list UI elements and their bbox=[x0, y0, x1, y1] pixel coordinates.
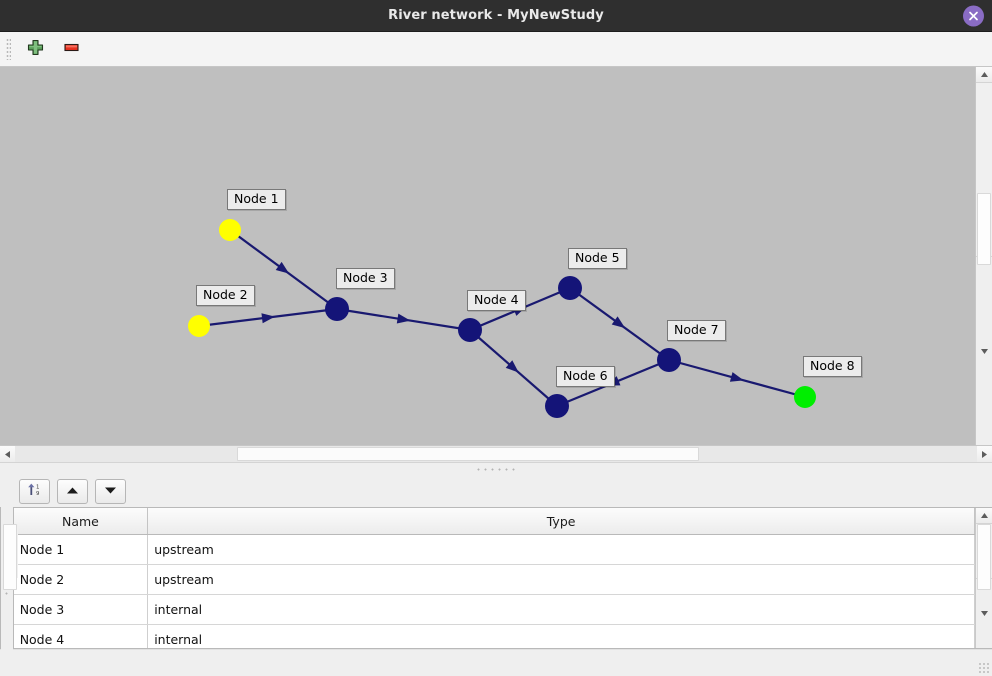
graph-node[interactable] bbox=[219, 219, 241, 241]
nodes-pane-status-strip bbox=[13, 649, 992, 676]
splitter-grip-dots bbox=[475, 468, 517, 471]
window-title: River network - MyNewStudy bbox=[388, 8, 604, 23]
graph-node-label[interactable]: Node 4 bbox=[467, 290, 526, 311]
scroll-left-button[interactable] bbox=[0, 446, 15, 462]
delete-minus-icon bbox=[63, 39, 80, 59]
graph-node[interactable] bbox=[458, 318, 482, 342]
scroll-down-button[interactable] bbox=[976, 256, 992, 445]
nodes-table-cell[interactable]: Node 1 bbox=[14, 535, 148, 565]
scroll-up-button[interactable] bbox=[976, 67, 992, 83]
reaches-vscroll-track[interactable] bbox=[2, 524, 18, 578]
nodes-table-cell[interactable]: internal bbox=[148, 595, 975, 625]
graph-node-label[interactable]: Node 6 bbox=[556, 366, 615, 387]
add-plus-icon bbox=[27, 39, 44, 59]
river-network-graph[interactable]: Node 1 Node 2 Node 3 Node 4 Node 5 Node 6 Node… bbox=[0, 67, 975, 445]
move-up-icon bbox=[66, 484, 79, 498]
graph-node[interactable] bbox=[657, 348, 681, 372]
close-window-button[interactable] bbox=[963, 5, 984, 26]
graph-node[interactable] bbox=[545, 394, 569, 418]
graph-node-label[interactable]: Node 3 bbox=[336, 268, 395, 289]
nodes-table-cell[interactable]: upstream bbox=[148, 565, 975, 595]
canvas-hscroll-track[interactable] bbox=[15, 446, 977, 462]
nodes-move-up-button[interactable] bbox=[57, 479, 88, 504]
graph-node-label[interactable]: Node 1 bbox=[227, 189, 286, 210]
graph-nodes[interactable] bbox=[188, 219, 816, 418]
graph-node-label[interactable]: Node 7 bbox=[667, 320, 726, 341]
graph-edges bbox=[199, 230, 805, 406]
network-canvas-area: Node 1 Node 2 Node 3 Node 4 Node 5 Node 6 Node… bbox=[0, 67, 992, 462]
nodes-table-header-row[interactable]: NameType bbox=[14, 508, 975, 535]
nodes-table-scrollarea[interactable]: NameType Node 1upstreamNode 2upstreamNod… bbox=[14, 508, 975, 648]
nodes-table-container: NameType Node 1upstreamNode 2upstreamNod… bbox=[13, 507, 992, 649]
nodes-column-header[interactable]: Type bbox=[148, 508, 975, 535]
canvas-horizontal-scrollbar[interactable] bbox=[0, 445, 992, 462]
nodes-pane: 1 9 bbox=[13, 475, 992, 676]
nodes-table-body: Node 1upstreamNode 2upstreamNode 3intern… bbox=[14, 535, 975, 649]
graph-node[interactable] bbox=[325, 297, 349, 321]
reaches-vscroll-thumb[interactable] bbox=[3, 524, 17, 590]
nodes-table-cell[interactable]: Node 4 bbox=[14, 625, 148, 649]
move-down-icon bbox=[104, 484, 117, 498]
nodes-column-header[interactable]: Name bbox=[14, 508, 148, 535]
reaches-pane-status-strip bbox=[0, 649, 1, 676]
nodes-vscroll-thumb[interactable] bbox=[977, 524, 991, 590]
canvas-vertical-scrollbar[interactable] bbox=[975, 67, 992, 445]
svg-text:9: 9 bbox=[36, 491, 40, 497]
svg-text:1: 1 bbox=[36, 484, 39, 490]
canvas-vscroll-track[interactable] bbox=[976, 83, 992, 256]
nodes-vscroll-track[interactable] bbox=[976, 524, 992, 578]
nodes-table-row[interactable]: Node 4internal bbox=[14, 625, 975, 649]
close-icon bbox=[968, 10, 979, 21]
graph-node-label[interactable]: Node 2 bbox=[196, 285, 255, 306]
nodes-table-vertical-scrollbar[interactable] bbox=[975, 508, 992, 648]
nodes-table: NameType Node 1upstreamNode 2upstreamNod… bbox=[14, 508, 975, 648]
nodes-table-row[interactable]: Node 2upstream bbox=[14, 565, 975, 595]
horizontal-splitter[interactable] bbox=[0, 462, 992, 475]
nodes-move-down-button[interactable] bbox=[95, 479, 126, 504]
graph-node[interactable] bbox=[558, 276, 582, 300]
nodes-sort-button[interactable]: 1 9 bbox=[19, 479, 50, 504]
toolbar-grip[interactable] bbox=[6, 38, 11, 60]
nodes-table-cell[interactable]: upstream bbox=[148, 535, 975, 565]
nodes-table-row[interactable]: Node 1upstream bbox=[14, 535, 975, 565]
nodes-toolbar: 1 9 bbox=[13, 475, 992, 507]
graph-edge-arrow bbox=[261, 312, 275, 324]
canvas-hscroll-thumb[interactable] bbox=[237, 447, 699, 461]
nodes-table-cell[interactable]: Node 3 bbox=[14, 595, 148, 625]
canvas-vscroll-thumb[interactable] bbox=[977, 193, 991, 265]
delete-node-button[interactable] bbox=[57, 35, 85, 63]
graph-node[interactable] bbox=[188, 315, 210, 337]
nodes-table-row[interactable]: Node 3internal bbox=[14, 595, 975, 625]
graph-edge-arrow bbox=[730, 372, 745, 385]
tables-area: 1 9 bbox=[0, 475, 992, 676]
scroll-right-button[interactable] bbox=[977, 446, 992, 462]
nodes-scroll-up-button[interactable] bbox=[976, 508, 992, 524]
graph-node[interactable] bbox=[794, 386, 816, 408]
graph-node-label[interactable]: Node 5 bbox=[568, 248, 627, 269]
window-resize-grip[interactable] bbox=[978, 662, 989, 673]
sort-ascending-icon: 1 9 bbox=[27, 482, 42, 500]
title-bar: River network - MyNewStudy bbox=[0, 0, 992, 32]
add-node-button[interactable] bbox=[21, 35, 49, 63]
nodes-table-cell[interactable]: Node 2 bbox=[14, 565, 148, 595]
nodes-table-cell[interactable]: internal bbox=[148, 625, 975, 649]
main-toolbar bbox=[0, 32, 992, 67]
graph-node-label[interactable]: Node 8 bbox=[803, 356, 862, 377]
